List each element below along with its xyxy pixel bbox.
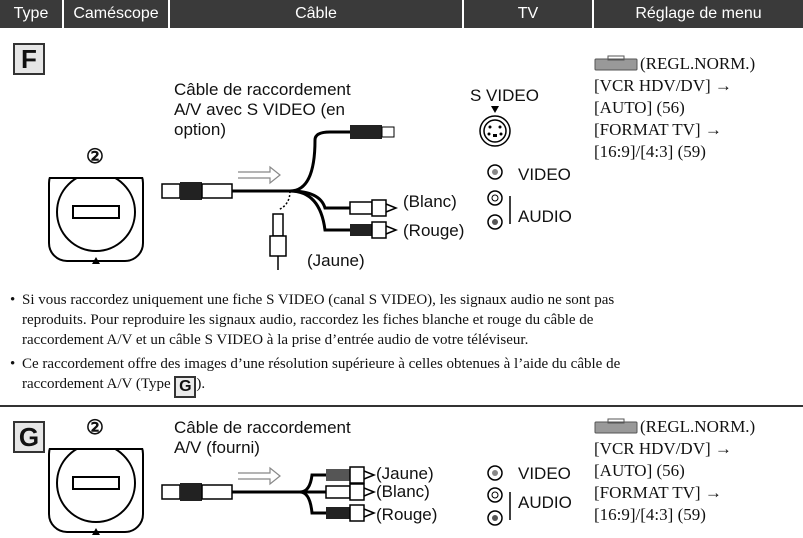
table-header: Type Caméscope Câble TV Réglage de menu bbox=[0, 0, 803, 28]
cable-f-label-2: A/V avec S VIDEO (en bbox=[174, 100, 346, 119]
menu-g-line-5: [16:9]/[4:3] (59) bbox=[594, 505, 706, 524]
menu-g-line-3: [AUTO] (56) bbox=[594, 461, 685, 480]
menu-g-line-4: [FORMAT TV] → bbox=[594, 483, 722, 502]
toolbox-icon-g bbox=[594, 418, 638, 434]
toolbox-icon bbox=[594, 55, 638, 71]
section-divider bbox=[0, 405, 803, 407]
cable-g-drawing bbox=[161, 466, 377, 522]
cable-f-label-1: Câble de raccordement bbox=[174, 80, 351, 99]
type-g-inline: G bbox=[174, 376, 197, 398]
cable-f-label-3: option) bbox=[174, 120, 226, 139]
menu-f-line-5: [16:9]/[4:3] (59) bbox=[594, 142, 706, 161]
camcorder-jack-number: ② bbox=[86, 146, 104, 168]
note-1-line-1: Si vous raccordez uniquement une fiche S… bbox=[22, 292, 615, 308]
type-f-box: F bbox=[13, 43, 45, 75]
video-label-g: VIDEO bbox=[518, 464, 571, 483]
note-2-text-a: raccordement A/V (Type bbox=[22, 376, 175, 392]
cable-f-drawing bbox=[161, 125, 399, 270]
menu-g-line-2: [VCR HDV/DV] → bbox=[594, 439, 732, 458]
note-2-line-2: raccordement A/V (Type G). bbox=[22, 374, 790, 398]
label-blanc-f: (Blanc) bbox=[403, 192, 457, 211]
video-label-f: VIDEO bbox=[518, 165, 571, 184]
camcorder-jack-number-g: ② bbox=[86, 417, 104, 439]
notes-list: Si vous raccordez uniquement une fiche S… bbox=[10, 290, 790, 402]
svideo-label: S VIDEO bbox=[470, 86, 539, 105]
camcorder-jack-g bbox=[48, 435, 144, 535]
tv-jacks-f bbox=[479, 106, 511, 230]
label-jaune-f: (Jaune) bbox=[307, 251, 365, 270]
cable-f-label: Câble de raccordement A/V avec S VIDEO (… bbox=[174, 80, 351, 140]
audio-label-g: AUDIO bbox=[518, 493, 572, 512]
header-cable: Câble bbox=[170, 0, 464, 28]
header-type: Type bbox=[0, 0, 64, 28]
menu-g-line-1: (REGL.NORM.) bbox=[640, 417, 756, 436]
note-1-line-3: raccordement A/V et un câble S VIDEO à l… bbox=[22, 332, 529, 348]
camcorder-jack-f bbox=[48, 164, 144, 264]
header-camcorder: Caméscope bbox=[64, 0, 170, 28]
label-rouge-f: (Rouge) bbox=[403, 221, 465, 240]
menu-f-line-3: [AUTO] (56) bbox=[594, 98, 685, 117]
cable-g-label-1: Câble de raccordement bbox=[174, 418, 351, 437]
note-2-text-b: ). bbox=[196, 376, 206, 392]
label-jaune-g: (Jaune) bbox=[376, 464, 434, 483]
cable-g-label: Câble de raccordement A/V (fourni) bbox=[174, 418, 351, 458]
note-1: Si vous raccordez uniquement une fiche S… bbox=[10, 290, 790, 350]
note-2: Ce raccordement offre des images d’une r… bbox=[10, 354, 790, 398]
label-blanc-g: (Blanc) bbox=[376, 482, 430, 501]
menu-f-line-2: [VCR HDV/DV] → bbox=[594, 76, 732, 95]
menu-f-line-4: [FORMAT TV] → bbox=[594, 120, 722, 139]
type-f-letter: F bbox=[21, 44, 37, 74]
tv-jacks-g bbox=[487, 465, 511, 526]
label-rouge-g: (Rouge) bbox=[376, 505, 438, 524]
header-tv: TV bbox=[464, 0, 594, 28]
note-2-line-1: Ce raccordement offre des images d’une r… bbox=[22, 356, 621, 372]
menu-f-line-1: (REGL.NORM.) bbox=[640, 54, 756, 73]
header-menu: Réglage de menu bbox=[594, 0, 803, 28]
audio-label-f: AUDIO bbox=[518, 207, 572, 226]
cable-g-label-2: A/V (fourni) bbox=[174, 438, 260, 457]
note-1-line-2: reproduits. Pour reproduire les signaux … bbox=[22, 312, 594, 328]
type-g-box: G bbox=[13, 421, 45, 453]
type-g-letter: G bbox=[18, 422, 40, 452]
